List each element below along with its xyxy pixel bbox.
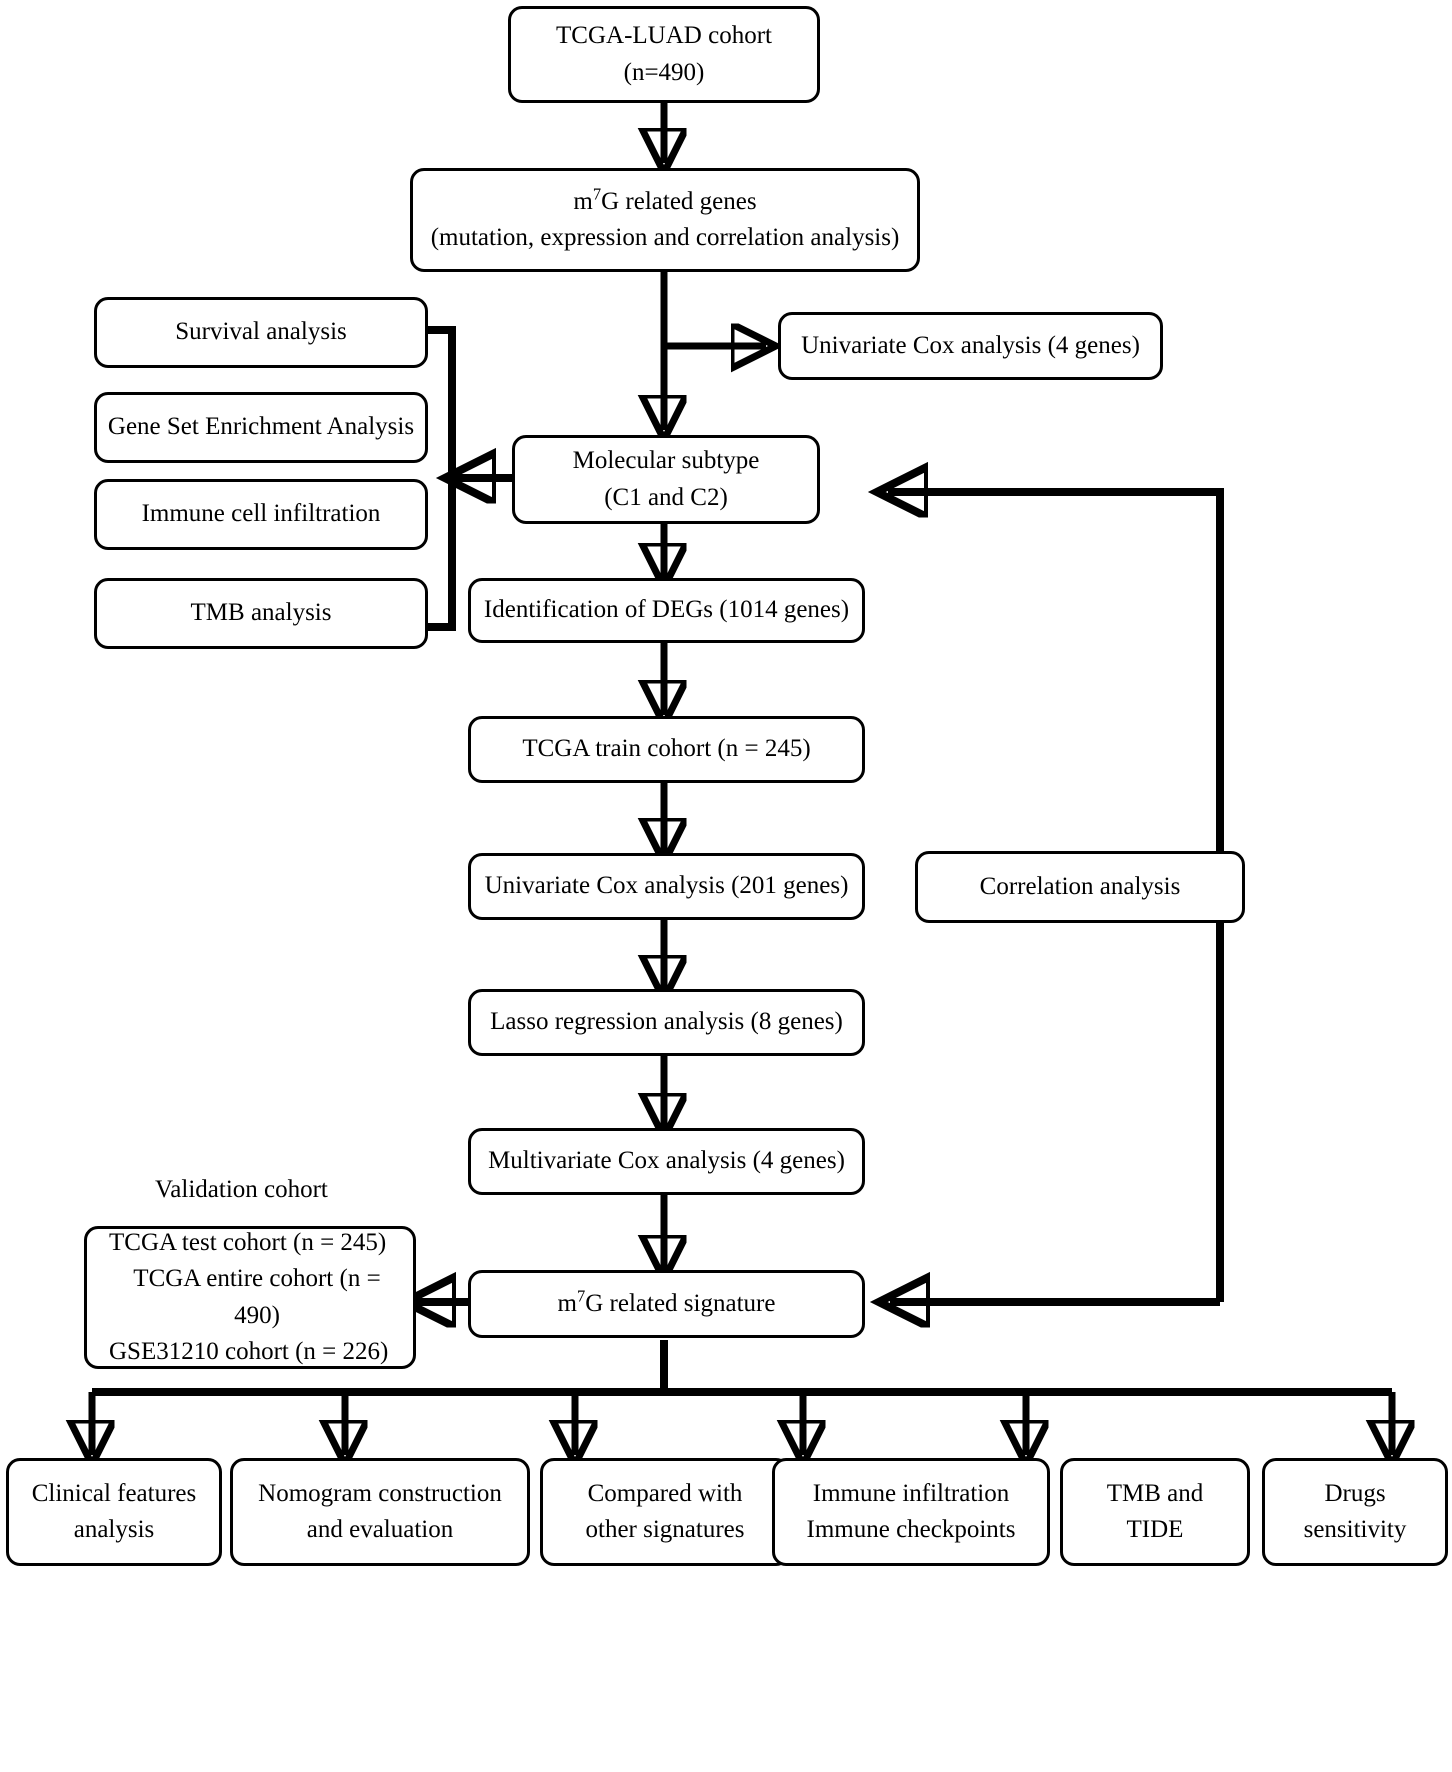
node-line: TCGA train cohort (n = 245): [522, 735, 811, 763]
node-molecular-subtype[interactable]: Molecular subtype (C1 and C2): [512, 435, 820, 524]
node-tmb-and-tide[interactable]: TMB and TIDE: [1060, 1458, 1250, 1566]
connector-bottom-bus: [92, 1340, 1392, 1396]
node-line: TMB analysis: [190, 599, 332, 627]
node-line: (n=490): [623, 58, 705, 86]
node-identification-of-degs[interactable]: Identification of DEGs (1014 genes): [468, 578, 865, 643]
node-line: Survival analysis: [175, 318, 347, 346]
node-line: Univariate Cox analysis (201 genes): [484, 872, 849, 900]
node-tcga-train-cohort[interactable]: TCGA train cohort (n = 245): [468, 716, 865, 783]
node-line: sensitivity: [1303, 1516, 1407, 1543]
node-survival-analysis[interactable]: Survival analysis: [94, 297, 428, 368]
node-line: TMB and: [1106, 1479, 1204, 1507]
node-drugs-sensitivity[interactable]: Drugs sensitivity: [1262, 1458, 1448, 1566]
node-line: Gene Set Enrichment Analysis: [107, 413, 415, 441]
node-line: Immune checkpoints: [806, 1516, 1016, 1543]
node-m7g-related-signature[interactable]: m7G related signature: [468, 1270, 865, 1338]
node-line: m7G related signature: [557, 1286, 776, 1317]
node-tmb-analysis[interactable]: TMB analysis: [94, 578, 428, 649]
node-multivariate-cox-4-genes[interactable]: Multivariate Cox analysis (4 genes): [468, 1128, 865, 1195]
node-immune-infiltration-checkpoints[interactable]: Immune infiltration Immune checkpoints: [772, 1458, 1050, 1566]
node-clinical-features-analysis[interactable]: Clinical features analysis: [6, 1458, 222, 1566]
node-immune-cell-infiltration[interactable]: Immune cell infiltration: [94, 479, 428, 550]
node-line: analysis: [73, 1516, 155, 1543]
node-nomogram-construction[interactable]: Nomogram construction and evaluation: [230, 1458, 530, 1566]
node-line: TCGA test cohort (n = 245): [109, 1229, 387, 1256]
node-line: Drugs: [1324, 1479, 1386, 1507]
node-line: Univariate Cox analysis (4 genes): [801, 331, 1140, 359]
node-line: Immune cell infiltration: [141, 500, 381, 528]
node-line: Molecular subtype: [572, 447, 760, 475]
validation-cohort-label: Validation cohort: [155, 1176, 328, 1203]
node-univariate-cox-4-genes[interactable]: Univariate Cox analysis (4 genes): [778, 312, 1163, 380]
node-line: Compared with: [587, 1479, 743, 1507]
node-line: m7G related genes: [573, 184, 757, 215]
node-correlation-analysis[interactable]: Correlation analysis: [915, 851, 1245, 923]
node-line: TCGA-LUAD cohort: [556, 22, 772, 50]
node-line: TCGA entire cohort (n = 490): [133, 1265, 381, 1329]
node-line: Nomogram construction: [258, 1479, 502, 1507]
node-tcga-luad-cohort[interactable]: TCGA-LUAD cohort (n=490): [508, 6, 820, 103]
node-univariate-cox-201-genes[interactable]: Univariate Cox analysis (201 genes): [468, 853, 865, 920]
node-line: GSE31210 cohort (n = 226): [109, 1337, 389, 1365]
node-line: TIDE: [1126, 1516, 1184, 1543]
node-line: other signatures: [585, 1516, 745, 1543]
node-line: Multivariate Cox analysis (4 genes): [488, 1147, 845, 1175]
node-m7g-related-genes[interactable]: m7G related genes (mutation, expression …: [410, 168, 920, 272]
node-validation-cohort-box[interactable]: TCGA test cohort (n = 245) TCGA entire c…: [84, 1226, 416, 1369]
node-line: Identification of DEGs (1014 genes): [483, 596, 850, 624]
node-gene-set-enrichment-analysis[interactable]: Gene Set Enrichment Analysis: [94, 392, 428, 463]
node-line: Correlation analysis: [979, 872, 1181, 900]
node-line: Lasso regression analysis (8 genes): [490, 1008, 843, 1036]
node-line: Immune infiltration: [812, 1479, 1010, 1507]
node-line: (C1 and C2): [604, 483, 728, 511]
node-compared-with-other-signatures[interactable]: Compared with other signatures: [540, 1458, 790, 1566]
node-lasso-regression-analysis[interactable]: Lasso regression analysis (8 genes): [468, 989, 865, 1056]
node-line: (mutation, expression and correlation an…: [430, 224, 900, 251]
node-line: Clinical features: [31, 1479, 197, 1507]
node-line: and evaluation: [306, 1516, 454, 1543]
connector-feedback-right-rail: [888, 492, 1224, 1302]
connector-left-bracket: [425, 326, 456, 631]
